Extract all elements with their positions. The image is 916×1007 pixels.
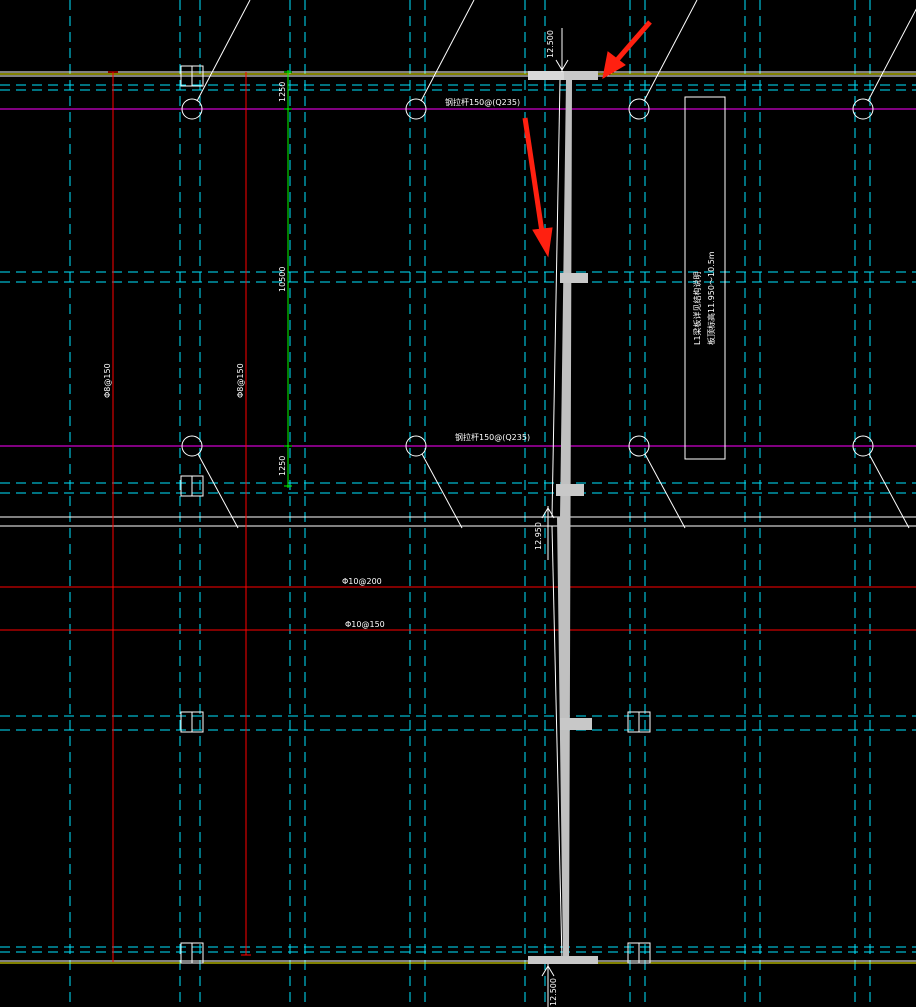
column-circle-6 (628, 435, 650, 457)
column-circle-7 (852, 435, 874, 457)
rebar-h1-label: Φ10@200 (342, 577, 382, 586)
column-leader-5 (421, 453, 463, 529)
dim-lower-label: 1250 (278, 456, 287, 476)
note-box (684, 96, 726, 460)
joint-marks (180, 65, 651, 964)
column-circle-5 (405, 435, 427, 457)
elev-bottom-label: 12.500 (549, 978, 558, 1006)
rebar-v1-label: Φ8@150 (103, 363, 112, 398)
column-leader-2 (643, 0, 698, 102)
sloped-beam-body (557, 80, 572, 960)
beam-block-4 (560, 718, 592, 730)
rebar-v2-label: Φ8@150 (236, 363, 245, 398)
elev-mid-label: 12.950 (534, 522, 543, 550)
elev-mid-triangle (541, 507, 555, 519)
sloped-beam (528, 71, 598, 964)
yellow-edge-lines (0, 73, 916, 964)
elevation-markers (541, 28, 569, 1007)
column-leader-7 (868, 453, 910, 529)
dim-upper-label: 1250 (278, 82, 287, 102)
column-circle-3 (852, 98, 874, 120)
red-rebar-lines (0, 71, 916, 962)
rebar-h2-label: Φ10@150 (345, 620, 385, 629)
elev-top-triangle (555, 59, 569, 71)
note-text-2: 板顶标高11.950～10.5m (706, 251, 716, 345)
beam-block-3 (556, 484, 584, 496)
column-leader-3 (867, 8, 916, 102)
column-leader-1 (420, 0, 475, 102)
arrow-mid-head (532, 227, 553, 258)
beam-block-bottom (528, 956, 598, 964)
arrow-top-head (602, 51, 626, 79)
column-leader-0 (196, 0, 251, 102)
note-text-1: L1梁板详见结构说明 (692, 271, 702, 345)
column-leader-4 (197, 453, 239, 529)
elev-top-label: 12.500 (546, 30, 555, 58)
beam-block-2 (560, 273, 588, 283)
solid-white-lines (0, 71, 916, 962)
sloped-beam-edge-left-lower (551, 525, 563, 961)
arrow-top-shaft (615, 20, 652, 62)
column-leader-6 (644, 453, 686, 529)
column-circle-1 (405, 98, 427, 120)
arrow-mid-shaft (522, 117, 545, 233)
column-circle-4 (181, 435, 203, 457)
column-circle-0 (181, 98, 203, 120)
tie-upper-label: 钢拉杆150@(Q235) (445, 97, 520, 107)
sloped-beam-edge-left (551, 79, 561, 518)
magenta-lines (0, 108, 916, 447)
tie-lower-label: 钢拉杆150@(Q235) (455, 432, 530, 442)
column-circle-2 (628, 98, 650, 120)
red-arrows (522, 20, 652, 258)
elev-bottom-triangle (541, 965, 555, 977)
dim-mid-label: 10500 (278, 267, 287, 292)
beam-block-top-left (528, 71, 564, 80)
green-dimension (284, 70, 292, 488)
column-markers (181, 0, 916, 529)
